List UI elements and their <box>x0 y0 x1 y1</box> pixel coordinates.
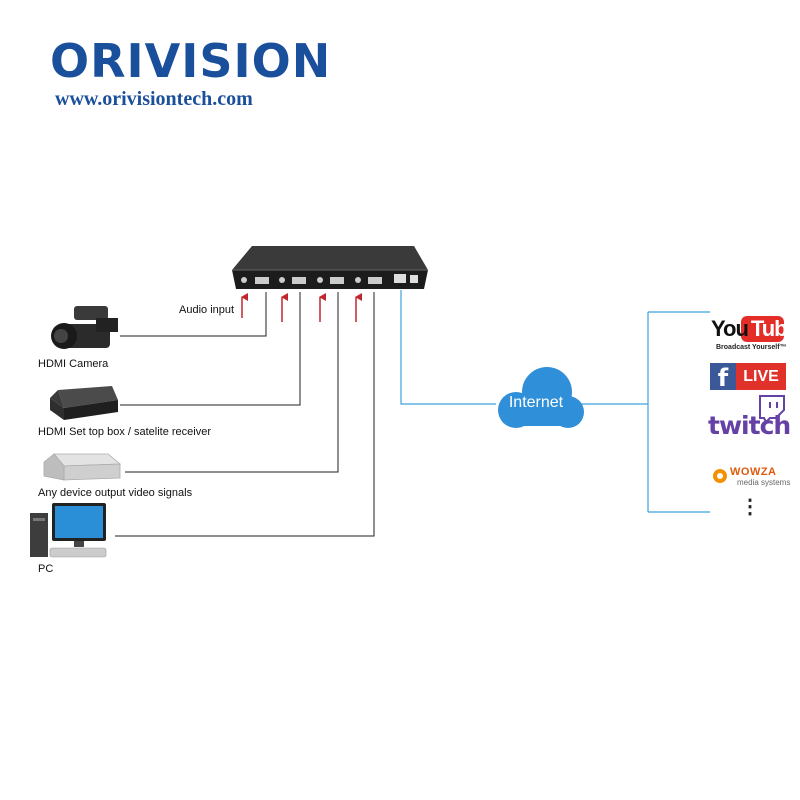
youtube-tagline: Broadcast Yourself™ <box>716 344 787 351</box>
youtube-tube-text: Tube <box>750 316 799 341</box>
streaming-encoder <box>232 246 428 289</box>
wowza-tagline: media systems <box>737 478 791 487</box>
power-port <box>410 275 418 283</box>
audio-input-label: Audio input <box>179 304 235 316</box>
set-top-box-icon <box>50 386 118 420</box>
audio-input-arrows <box>241 293 362 322</box>
ethernet-port <box>394 274 406 283</box>
encoder-to-cloud-line <box>400 290 496 405</box>
facebook-f-letter[interactable]: f <box>717 364 729 392</box>
wowza-wordmark[interactable]: WOWZA <box>730 466 777 478</box>
network-lines <box>400 290 710 513</box>
set-top-box-label: HDMI Set top box / satelite receiver <box>38 426 212 438</box>
device-cables <box>115 292 375 537</box>
hdmi-camera-label: HDMI Camera <box>38 358 109 370</box>
set-top-box-cable <box>120 292 301 406</box>
video-camera-icon <box>51 306 118 349</box>
hdmi-port-1 <box>241 277 269 284</box>
media-player-icon <box>43 453 122 481</box>
any-device-label: Any device output video signals <box>38 487 193 499</box>
youtube-you-text: You <box>711 316 749 341</box>
orivision-logo: ORIVISION <box>50 34 332 88</box>
facebook-live-logo <box>710 363 786 390</box>
media-player-cable <box>125 292 339 473</box>
hdmi-port-2 <box>279 277 306 284</box>
youtube-logo <box>741 316 784 342</box>
hdmi-port-3 <box>317 277 344 284</box>
internet-label: Internet <box>508 394 564 411</box>
twitch-logo <box>759 395 785 424</box>
wowza-logo <box>713 469 727 483</box>
desktop-pc-icon <box>30 503 107 558</box>
pc-label: PC <box>38 563 54 575</box>
camera-cable <box>120 292 267 337</box>
facebook-live-text[interactable]: LIVE <box>743 368 779 385</box>
website-url[interactable]: www.orivisiontech.com <box>55 88 253 110</box>
internet-cloud-icon <box>498 367 584 428</box>
pc-cable <box>115 292 375 537</box>
more-platforms-icon: ⋮ <box>740 496 760 518</box>
hdmi-port-4 <box>355 277 382 284</box>
twitch-wordmark[interactable]: twitch <box>708 411 791 440</box>
